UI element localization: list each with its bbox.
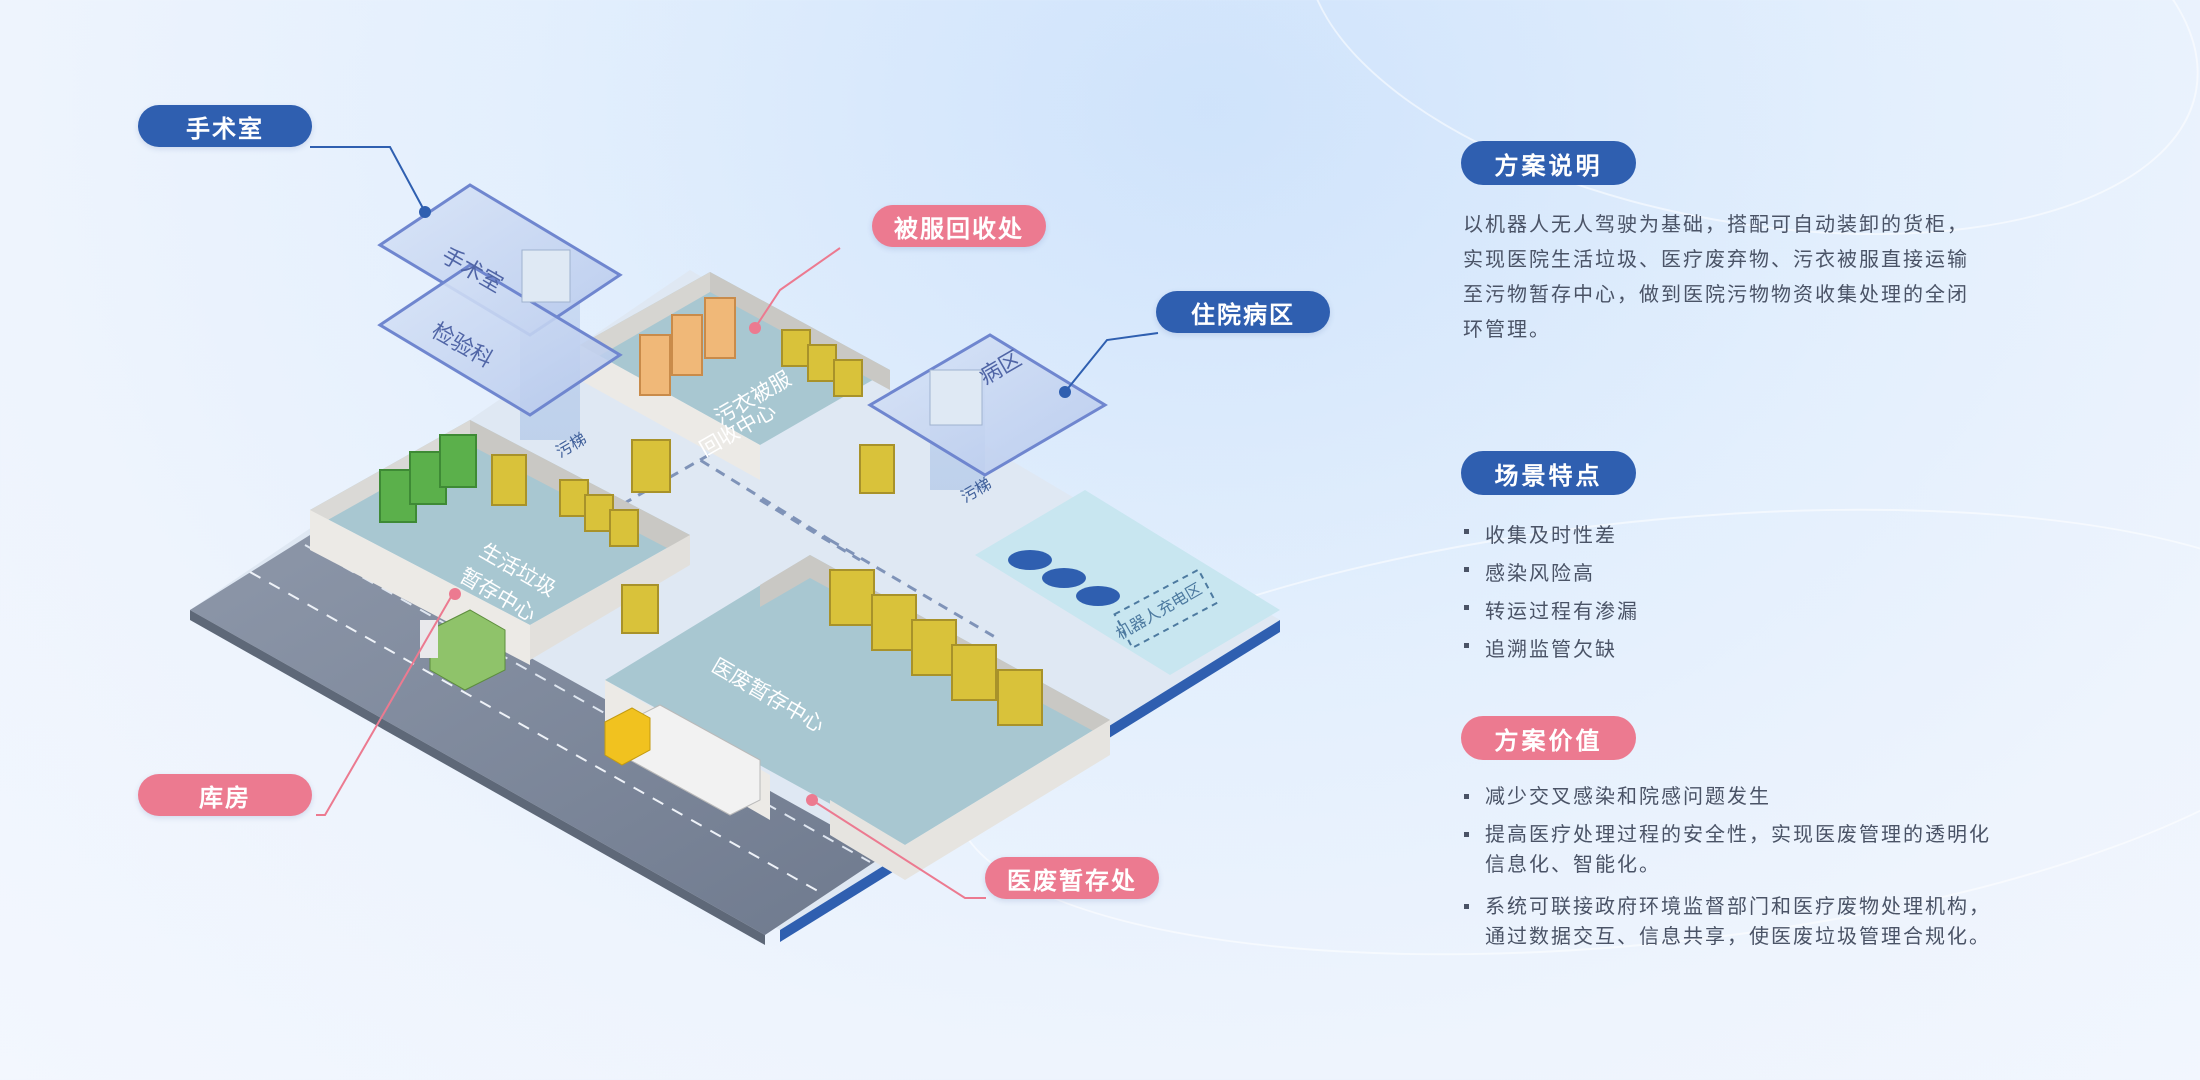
- value-item-line: 信息化、智能化。: [1485, 852, 1661, 876]
- road: [190, 535, 885, 945]
- value-item-line: 提高医疗处理过程的安全性，实现医废管理的透明化: [1485, 822, 1991, 846]
- delivery-truck: [604, 704, 761, 816]
- callout-ward: 住院病区: [1156, 291, 1330, 333]
- value-item-line: 系统可联接政府环境监督部门和医疗废物处理机构，: [1485, 894, 1991, 918]
- callout-bedding: 被服回收处: [872, 205, 1046, 247]
- value-item-line: 减少交叉感染和院感问题发生: [1485, 784, 1771, 808]
- feature-item: 追溯监管欠缺: [1461, 630, 2061, 668]
- waste-carts: [491, 329, 1043, 726]
- callout-dots: [419, 206, 1071, 806]
- value-item: 系统可联接政府环境监督部门和医疗废物处理机构， 通过数据交互、信息共享，使医废垃…: [1461, 891, 2161, 951]
- callout-surgery: 手术室: [138, 105, 312, 147]
- callout-storehouse: 库房: [138, 774, 312, 816]
- feature-item: 转运过程有渗漏: [1461, 592, 2061, 630]
- floor-stack-left: [377, 183, 623, 440]
- plan-line: 以机器人无人驾驶为基础，搭配可自动装卸的货柜，: [1463, 212, 1969, 236]
- value-item-line: 通过数据交互、信息共享，使医废垃圾管理合规化。: [1485, 924, 1991, 948]
- plan-line: 实现医院生活垃圾、医疗废弃物、污衣被服直接运输: [1463, 247, 1969, 271]
- features-title: 场景特点: [1461, 451, 1636, 495]
- value-item: 提高医疗处理过程的安全性，实现医废管理的透明化 信息化、智能化。: [1461, 819, 2161, 879]
- plan-title: 方案说明: [1461, 141, 1636, 185]
- value-title: 方案价值: [1461, 716, 1636, 760]
- garbage-truck: [420, 609, 506, 691]
- feature-item: 感染风险高: [1461, 554, 2061, 592]
- features-list: 收集及时性差 感染风险高 转运过程有渗漏 追溯监管欠缺: [1461, 516, 2061, 668]
- plan-line: 环管理。: [1463, 317, 1551, 341]
- charging-zone: [975, 490, 1280, 675]
- hospital-waste-logistics-map: 手术室 检验科 病区 污衣被服 回收中心 生活垃圾 暂存中心 医废暂存中心 机器…: [190, 146, 1280, 945]
- plan-line: 至污物暂存中心，做到医院污物物资收集处理的全闭: [1463, 282, 1969, 306]
- callout-medwaste: 医废暂存处: [985, 857, 1159, 899]
- value-list: 减少交叉感染和院感问题发生 提高医疗处理过程的安全性，实现医废管理的透明化 信息…: [1461, 781, 2161, 951]
- value-item: 减少交叉感染和院感问题发生: [1461, 781, 2161, 811]
- callout-connectors: [310, 146, 1159, 899]
- floor-stack-right: [867, 333, 1108, 490]
- green-bins: [379, 434, 477, 523]
- feature-item: 收集及时性差: [1461, 516, 2061, 554]
- linen-shelves: [639, 297, 736, 396]
- plan-description: 以机器人无人驾驶为基础，搭配可自动装卸的货柜， 实现医院生活垃圾、医疗废弃物、污…: [1463, 207, 2103, 347]
- charging-robots: [1008, 550, 1120, 606]
